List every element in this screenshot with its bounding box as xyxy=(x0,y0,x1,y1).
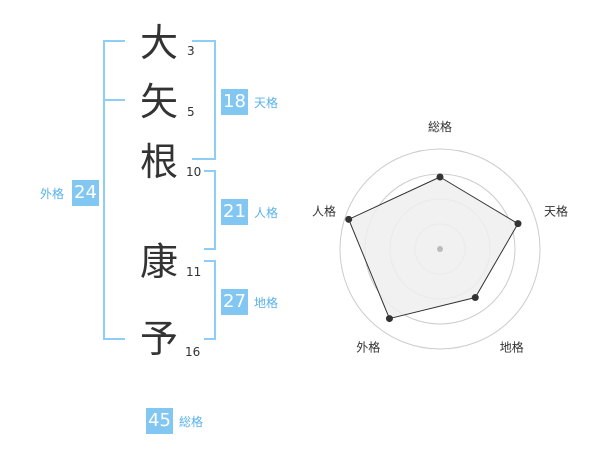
jinkaku-bracket xyxy=(204,170,216,250)
radar-point xyxy=(514,220,522,228)
name-char-2: 矢 xyxy=(139,80,178,124)
tenkaku-value: 18 xyxy=(221,89,248,115)
name-char-3: 根 xyxy=(139,140,178,184)
radar-point xyxy=(436,173,444,181)
radar-ring xyxy=(339,148,541,350)
radar-polygon xyxy=(348,176,519,320)
stroke-count-3: 10 xyxy=(186,165,202,179)
stroke-count-1: 3 xyxy=(187,44,195,58)
soukaku-label: 総格 xyxy=(179,415,204,429)
radar-center-dot xyxy=(437,246,443,252)
radar-point xyxy=(385,315,393,323)
radar-axis-label: 地格 xyxy=(500,340,524,355)
radar-shape xyxy=(348,176,519,320)
stroke-count-2: 5 xyxy=(187,105,195,119)
radar-axis-label: 人格 xyxy=(312,203,336,218)
gaikaku-value: 24 xyxy=(72,180,99,206)
radar-axis-label: 総格 xyxy=(428,119,452,134)
gaikaku-bracket-tick xyxy=(103,99,125,101)
chikaku-bracket xyxy=(204,260,216,340)
tenkaku-label: 天格 xyxy=(254,96,279,110)
radar-axis-label: 天格 xyxy=(544,203,568,218)
radar-point xyxy=(345,215,353,223)
jinkaku-label: 人格 xyxy=(254,206,279,220)
jinkaku-value: 21 xyxy=(221,199,248,225)
tenkaku-bracket xyxy=(192,40,216,160)
stroke-count-4: 11 xyxy=(186,265,202,279)
gaikaku-label: 外格 xyxy=(40,187,65,201)
name-char-1: 大 xyxy=(139,21,178,65)
chikaku-value: 27 xyxy=(221,289,248,315)
name-char-5: 予 xyxy=(139,317,178,361)
radar-point xyxy=(471,294,479,302)
name-char-4: 康 xyxy=(139,240,178,284)
radar-points xyxy=(345,173,522,323)
gaikaku-bracket xyxy=(103,40,125,340)
soukaku-value: 45 xyxy=(146,408,173,434)
chikaku-label: 地格 xyxy=(254,296,279,310)
radar-axis-label: 外格 xyxy=(356,340,380,355)
stroke-count-5: 16 xyxy=(185,345,201,359)
